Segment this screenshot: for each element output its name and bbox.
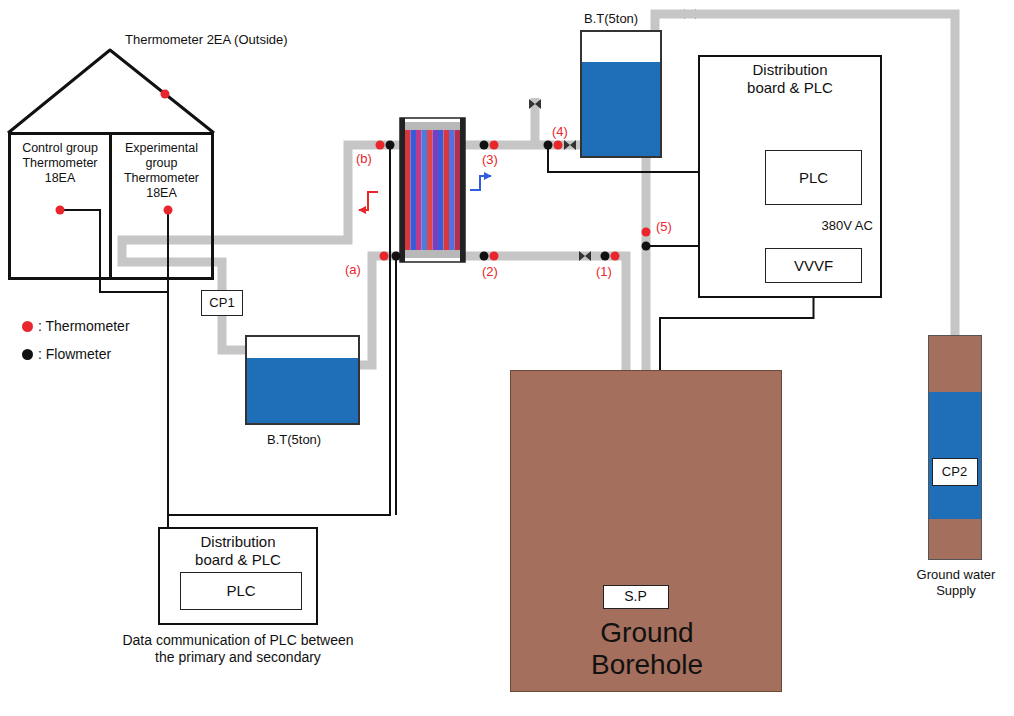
heat-exchanger <box>400 118 465 262</box>
flowmeter-dot <box>601 252 610 261</box>
flowmeter-dot <box>386 141 395 150</box>
distribution-board: Distribution board & PLC PLC <box>158 527 318 625</box>
buffer-tank: B.T(5ton) <box>245 335 360 425</box>
node-text: PLC <box>795 169 832 187</box>
callout-label: (a) <box>345 262 361 278</box>
edge-label: 380V AC <box>820 218 875 234</box>
room-box: Control group Thermometer 18EA <box>8 132 112 280</box>
thermometer-dot <box>490 141 499 150</box>
flow-arrow <box>470 176 491 190</box>
flowmeter-dot <box>392 252 401 261</box>
caption-note: Data communication of PLC between the pr… <box>118 632 358 666</box>
pipe <box>465 141 580 150</box>
valves <box>529 9 696 261</box>
sensor-wire <box>395 256 397 515</box>
legend-item: : Thermometer <box>22 318 130 335</box>
component-box: PLC <box>180 572 302 610</box>
water-pipe <box>222 316 245 350</box>
room-box: Experimental group Thermometer 18EA <box>109 132 214 280</box>
component-box: PLC <box>765 150 862 205</box>
flow-arrow <box>359 192 378 210</box>
thermometer-dot <box>164 206 173 215</box>
thermometer-dot <box>380 252 389 261</box>
thermometer-dot <box>642 228 651 237</box>
groundwater-well: Ground water SupplyCP2 <box>928 335 982 560</box>
sensor-wire <box>60 210 100 280</box>
callout-label: (5) <box>656 219 672 235</box>
valve-symbol <box>529 99 541 109</box>
flowmeter-dots <box>386 141 651 261</box>
thermometer-dot <box>611 252 620 261</box>
component-box: S.P <box>603 585 669 609</box>
node-text: CP2 <box>938 464 971 480</box>
node-text: VVVF <box>790 257 837 275</box>
node-text: CP1 <box>205 295 238 311</box>
sensor-wire <box>168 145 390 515</box>
node-text: B.T(5ton) <box>267 432 321 448</box>
flowmeter-dot <box>480 252 489 261</box>
node-text: Ground Borehole <box>557 617 737 681</box>
house-roof <box>8 50 214 133</box>
valve-symbol <box>564 140 576 150</box>
thermometer-dot <box>490 252 499 261</box>
flowmeter-dot <box>642 242 651 251</box>
water-pipe <box>655 14 955 335</box>
thermometer-dot <box>376 141 385 150</box>
node-text: Distribution board & PLC <box>734 61 846 97</box>
node-text: Distribution board & PLC <box>182 533 294 569</box>
callout-label: (1) <box>596 264 612 280</box>
callout-label: (3) <box>482 152 498 168</box>
legend-swatch <box>22 321 33 332</box>
node-text: S.P <box>620 588 651 605</box>
callout-label: (b) <box>356 151 372 167</box>
component-box: CP1 <box>201 290 243 316</box>
node-text: B.T(5ton) <box>584 11 638 27</box>
flowmeter-dot <box>480 141 489 150</box>
node-text: PLC <box>222 582 259 600</box>
thermometer-dots <box>56 90 651 261</box>
legend-swatch <box>22 349 33 360</box>
legend-item: : Flowmeter <box>22 346 111 363</box>
thermometer-dot <box>56 206 65 215</box>
callout-label: (2) <box>482 264 498 280</box>
callout-label: Thermometer 2EA (Outside) <box>125 32 288 48</box>
legend-text: : Thermometer <box>38 318 130 335</box>
pipe <box>360 256 400 365</box>
ground-borehole: Ground Borehole S.P <box>510 370 782 692</box>
buffer-tank: B.T(5ton) <box>580 30 662 158</box>
component-box: CP2 <box>932 458 978 486</box>
legend-text: : Flowmeter <box>38 346 111 363</box>
sensor-wire <box>167 210 169 280</box>
node-text: Experimental group Thermometer 18EA <box>117 141 207 201</box>
thermometer-dot <box>554 141 563 150</box>
thermometer-dot <box>161 90 170 99</box>
node-text: Ground water Supply <box>901 567 1011 598</box>
valve-symbol <box>579 251 591 261</box>
flowmeter-dot <box>544 141 553 150</box>
distribution-board: Distribution board & PLC PLC VVVF <box>698 55 882 298</box>
component-box: VVVF <box>765 248 862 283</box>
callout-label: (4) <box>552 124 568 140</box>
node-text: Control group Thermometer 18EA <box>14 141 106 186</box>
